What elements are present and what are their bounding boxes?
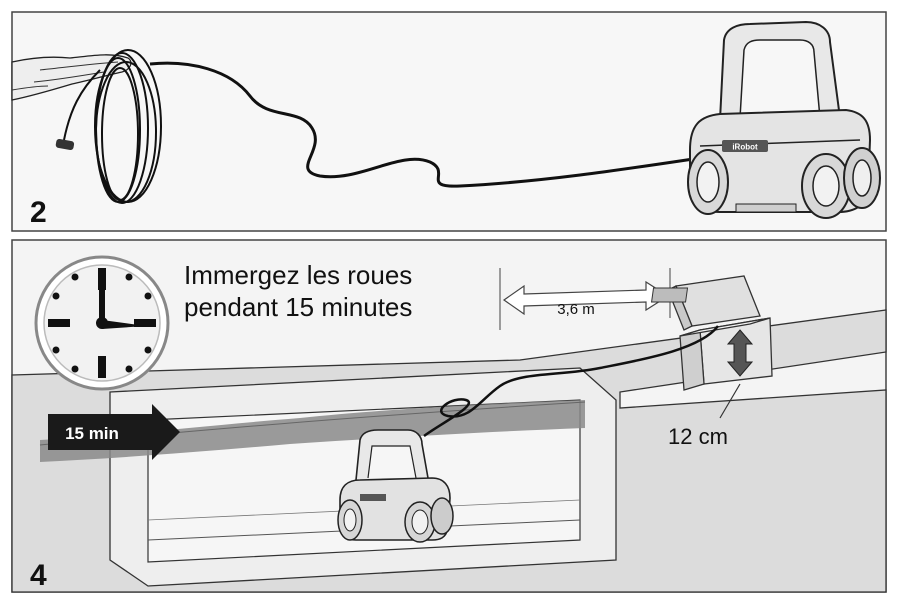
robot-cable (423, 325, 719, 438)
duration-arrow: 15 min (48, 404, 180, 460)
plug-head (55, 138, 75, 151)
clock-icon (34, 255, 170, 391)
step-number: 2 (30, 196, 47, 229)
panel-step-2: iRobot 2 (11, 11, 887, 232)
cable-plug (63, 69, 101, 141)
panel-step-4: Immergez les roues pendant 15 minutes 15… (11, 239, 887, 593)
robot-illustration-small (337, 429, 454, 543)
power-supply-illustration (650, 275, 773, 419)
cable-coil (94, 49, 162, 204)
robot-brand-text: iRobot (732, 143, 758, 152)
robot-brand-plate (722, 140, 768, 152)
instruction-line-1: Immergez les roues (184, 260, 412, 290)
distance-label: 3,6 m (557, 301, 595, 318)
robot-cable (149, 61, 701, 188)
height-label: 12 cm (668, 424, 728, 449)
robot-illustration: iRobot (687, 20, 881, 219)
duration-label: 15 min (65, 424, 119, 443)
instruction-line-2: pendant 15 minutes (184, 292, 412, 322)
step-number: 4 (30, 559, 47, 592)
